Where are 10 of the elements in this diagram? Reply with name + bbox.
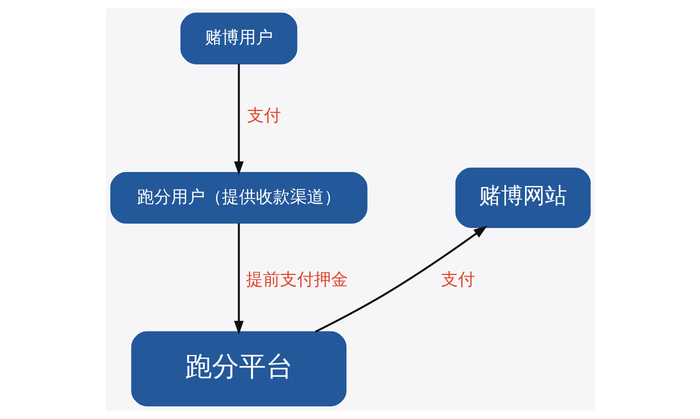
node-box: 跑分用户（提供收款渠道） — [110, 172, 367, 224]
arrow — [234, 223, 244, 335]
node-box: 赌博网站 — [454, 168, 590, 228]
edge-label: 支付 — [246, 106, 280, 126]
arrow — [234, 64, 244, 176]
arrow — [314, 226, 487, 333]
node-box: 赌博用户 — [180, 12, 297, 64]
edge-label: 提前支付押金 — [246, 270, 348, 290]
node-box: 跑分平台 — [130, 331, 346, 406]
edge-label: 支付 — [440, 270, 475, 290]
